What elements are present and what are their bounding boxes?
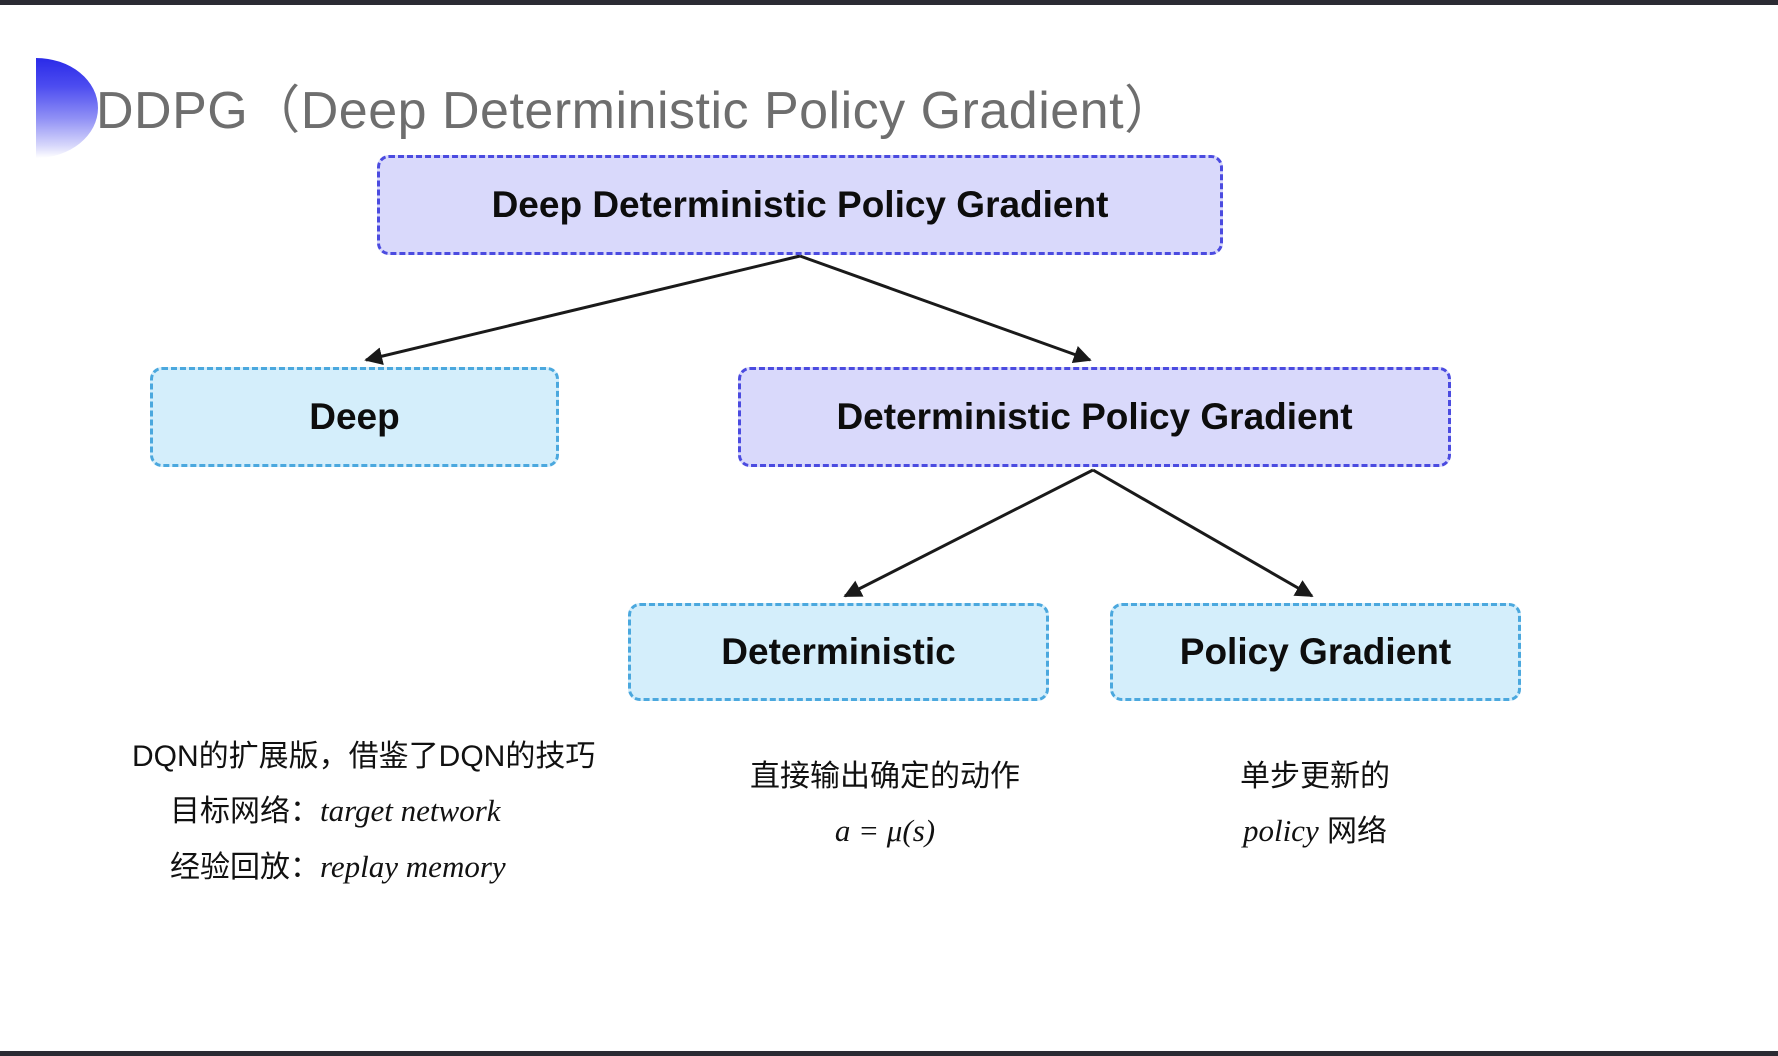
edge-root-to-deep bbox=[364, 254, 801, 365]
annotation-deep-line2-label: 目标网络： bbox=[170, 795, 320, 829]
node-deterministic-policy-gradient[interactable]: Deterministic Policy Gradient bbox=[738, 367, 1451, 467]
annotation-policy-gradient-line2-term: policy bbox=[1242, 813, 1319, 849]
top-border-rule bbox=[0, 0, 1778, 5]
edge-dpg-to-policy-gradient bbox=[1092, 468, 1314, 598]
edge-dpg-to-deterministic bbox=[843, 468, 1094, 598]
annotation-deep-line1: DQN的扩展版，借鉴了DQN的技巧 bbox=[132, 740, 596, 773]
annotation-deterministic-line1: 直接输出确定的动作 bbox=[750, 760, 1020, 793]
node-deep-deterministic-policy-gradient[interactable]: Deep Deterministic Policy Gradient bbox=[377, 155, 1223, 255]
annotation-policy-gradient-line1: 单步更新的 bbox=[1240, 760, 1390, 793]
bottom-border-rule bbox=[0, 1051, 1778, 1056]
page-title: DDPG（Deep Deterministic Policy Gradient） bbox=[96, 82, 1177, 140]
node-policy-gradient[interactable]: Policy Gradient bbox=[1110, 603, 1521, 701]
edge-root-to-dpg bbox=[799, 254, 1092, 364]
annotation-policy-gradient: 单步更新的 policy 网络 bbox=[1200, 750, 1430, 859]
annotation-policy-gradient-line2: policy 网络 bbox=[1200, 803, 1430, 858]
node-deep[interactable]: Deep bbox=[150, 367, 559, 467]
annotation-deep: DQN的扩展版，借鉴了DQN的技巧 目标网络：target network 经验… bbox=[132, 730, 595, 894]
annotation-deterministic: 直接输出确定的动作 a = μ(s) bbox=[740, 750, 1030, 859]
annotation-policy-gradient-line2-label: 网络 bbox=[1318, 815, 1388, 849]
annotation-deep-line3-term: replay memory bbox=[320, 848, 506, 884]
annotation-deep-line3: 经验回放：replay memory bbox=[132, 839, 595, 894]
annotation-deep-line2-term: target network bbox=[320, 793, 501, 829]
node-deterministic[interactable]: Deterministic bbox=[628, 603, 1049, 701]
gradient-half-circle-icon bbox=[36, 58, 98, 158]
annotation-deep-line2: 目标网络：target network bbox=[132, 783, 595, 838]
annotation-deterministic-formula: a = μ(s) bbox=[834, 813, 936, 849]
annotation-deep-line3-label: 经验回放： bbox=[170, 850, 320, 884]
